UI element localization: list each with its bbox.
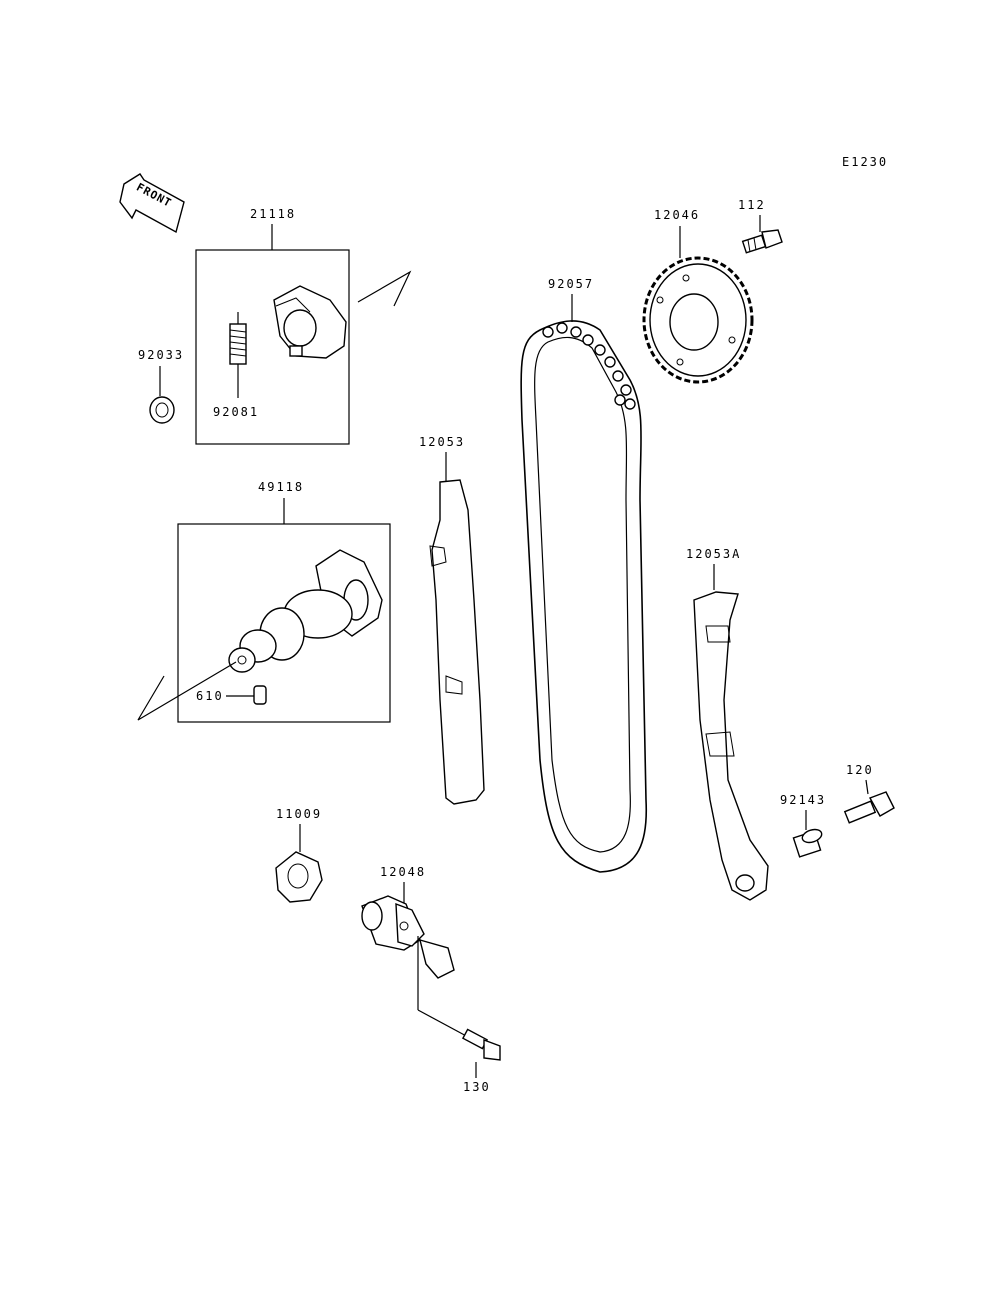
part-92143-group: 92143 bbox=[780, 793, 826, 858]
label-92033: 92033 bbox=[138, 348, 184, 362]
part-120-group: 120 bbox=[843, 763, 895, 824]
label-12046: 12046 bbox=[654, 208, 700, 222]
label-120: 120 bbox=[846, 763, 874, 777]
cam-chain-icon bbox=[520, 320, 648, 873]
part-92033-group: 92033 bbox=[138, 348, 184, 424]
part-12053A-group: 12053A bbox=[686, 547, 769, 901]
part-49118-group: 49118 610 bbox=[177, 480, 391, 723]
label-92057: 92057 bbox=[548, 277, 594, 291]
part-21118-group: 21118 92081 bbox=[195, 207, 350, 445]
label-12048: 12048 bbox=[380, 865, 426, 879]
chain-guide-a-icon bbox=[693, 591, 769, 901]
part-11009-group: 11009 bbox=[275, 807, 323, 903]
group-box-21118 bbox=[195, 249, 350, 445]
label-112: 112 bbox=[738, 198, 766, 212]
bolt-120-icon bbox=[843, 791, 895, 824]
label-92143: 92143 bbox=[780, 793, 826, 807]
gasket-icon bbox=[275, 851, 323, 903]
label-49118: 49118 bbox=[258, 480, 304, 494]
part-92057-group: 92057 bbox=[520, 277, 648, 873]
label-11009: 11009 bbox=[276, 807, 322, 821]
label-12053: 12053 bbox=[419, 435, 465, 449]
bolt-icon bbox=[741, 229, 783, 254]
spring-icon bbox=[229, 312, 247, 398]
dowel-pin-icon bbox=[253, 685, 267, 705]
label-12053A: 12053A bbox=[686, 547, 741, 561]
part-112-group: 112 bbox=[738, 198, 783, 254]
label-92081: 92081 bbox=[213, 405, 259, 419]
label-130: 130 bbox=[463, 1080, 491, 1094]
part-12048-group: 12048 130 bbox=[361, 865, 501, 1094]
front-arrow-icon: FRONT bbox=[119, 173, 185, 234]
part-12053-group: 12053 bbox=[419, 435, 485, 805]
chain-guide-icon bbox=[431, 479, 485, 805]
diagram-code: E1230 bbox=[842, 155, 888, 169]
camshaft-icon bbox=[228, 549, 383, 673]
governor-weight-icon bbox=[273, 285, 347, 359]
collar-icon bbox=[792, 828, 823, 858]
sprocket-icon bbox=[642, 256, 754, 384]
label-610: 610 bbox=[196, 689, 224, 703]
tensioner-icon bbox=[361, 895, 455, 979]
part-12046-group: 12046 bbox=[642, 208, 754, 384]
group-box-49118 bbox=[177, 523, 391, 723]
label-21118: 21118 bbox=[250, 207, 296, 221]
bolt-130-icon bbox=[461, 1028, 501, 1061]
